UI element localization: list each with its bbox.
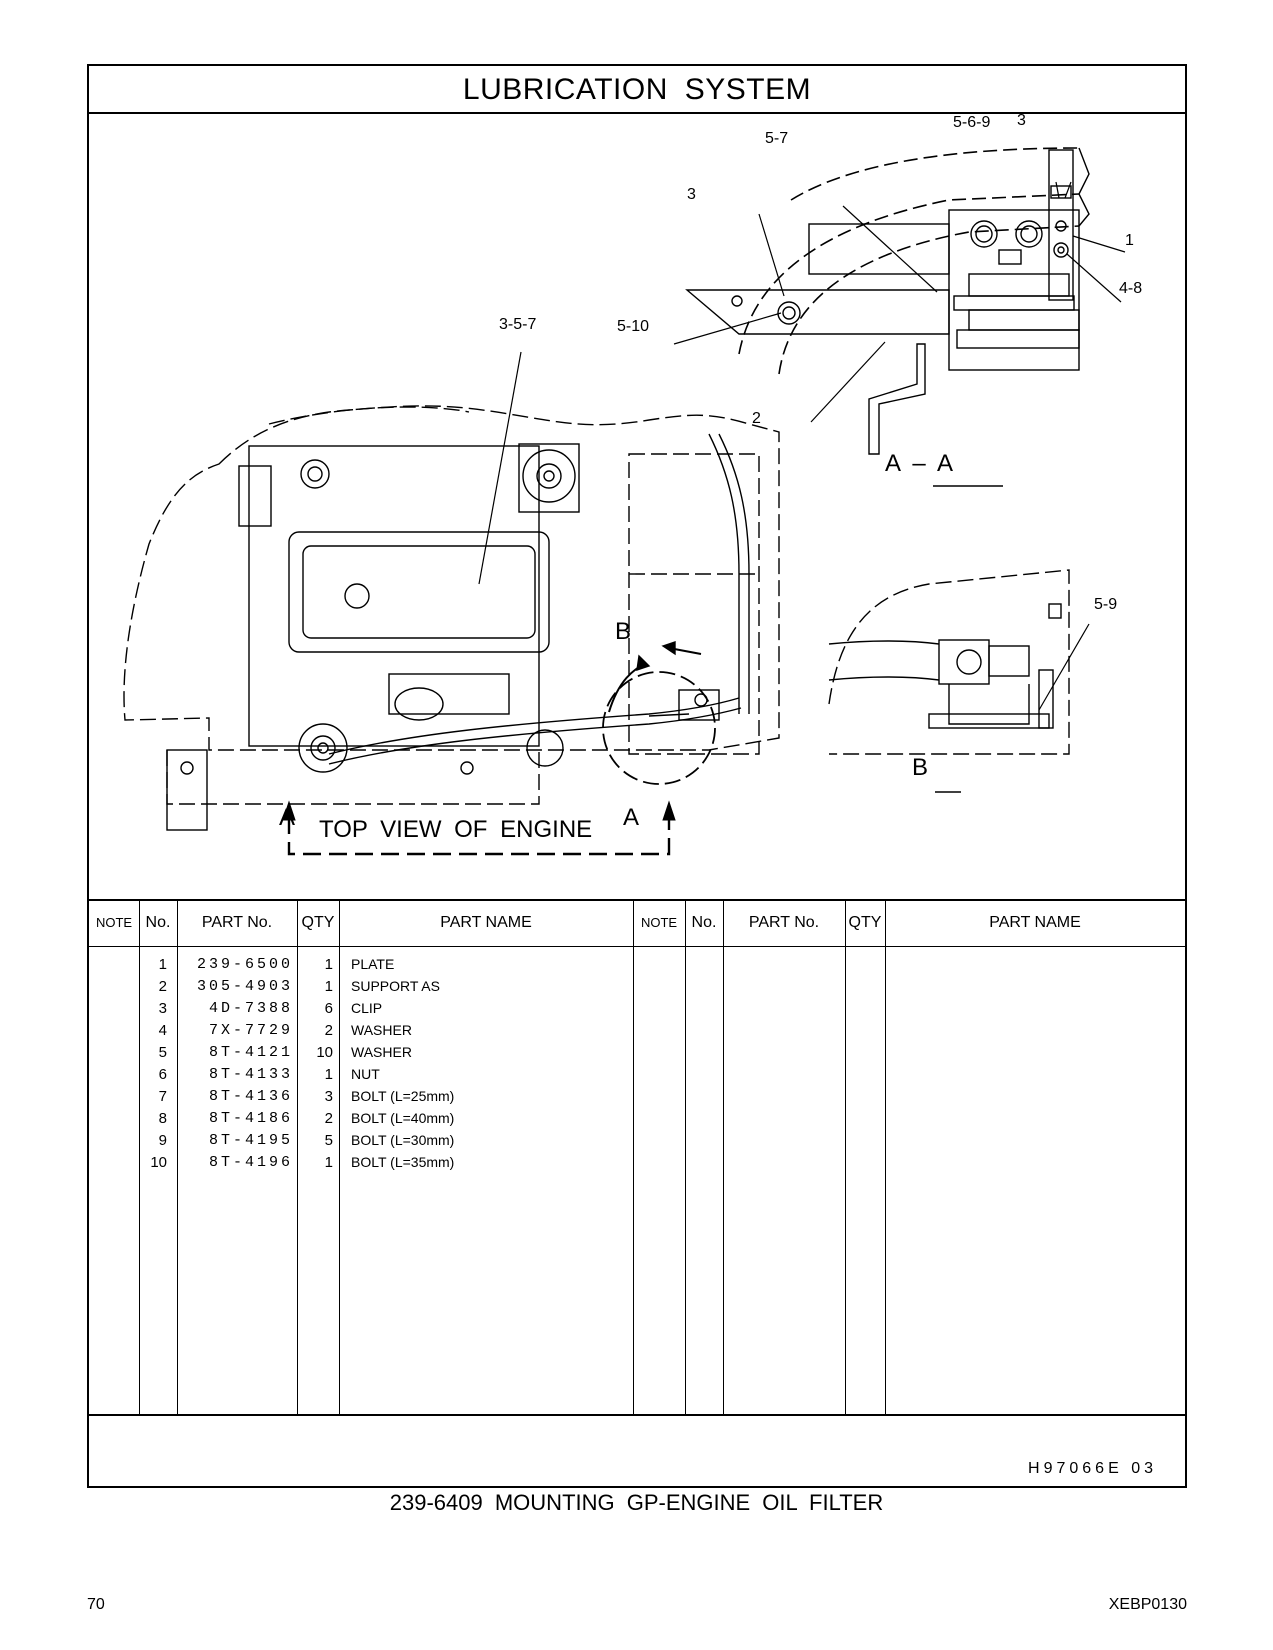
header-part-name: PART NAME (440, 914, 532, 931)
table-row: 9 8T-4195 5 BOLT (L=30mm) (89, 1129, 1185, 1152)
header-part-name-2: PART NAME (989, 914, 1081, 931)
document-code: XEBP0130 (1108, 1596, 1187, 1613)
row-no: 9 (158, 1132, 167, 1149)
header-no-2: No. (691, 914, 717, 931)
row-no: 2 (158, 978, 167, 995)
detail-b-label: B (912, 754, 929, 781)
row-qty: 10 (316, 1044, 333, 1061)
row-part-no: 8T-4186 (208, 1110, 293, 1127)
row-part-name: WASHER (351, 1044, 412, 1060)
column-divider (297, 901, 298, 1414)
page-number: 70 (87, 1596, 105, 1613)
row-part-no: 8T-4195 (208, 1132, 293, 1149)
row-qty: 1 (324, 1066, 333, 1083)
callout-5-10: 5-10 (617, 318, 650, 335)
row-part-name: NUT (351, 1066, 380, 1082)
header-qty-2: QTY (848, 914, 882, 931)
row-no: 1 (158, 956, 167, 973)
row-qty: 1 (324, 956, 333, 973)
row-qty: 2 (324, 1110, 333, 1127)
header-note-2: NOTE (640, 915, 678, 930)
row-part-name: CLIP (351, 1000, 383, 1016)
row-part-name: SUPPORT AS (351, 978, 440, 994)
page-title: LUBRICATION SYSTEM (89, 66, 1185, 114)
row-part-name: WASHER (351, 1022, 412, 1038)
top-view-label: TOP VIEW OF ENGINE (319, 816, 593, 843)
column-divider (685, 901, 686, 1414)
parts-list-table: NOTE No. PART No. QTY PART NAME NOTE No.… (89, 899, 1185, 1414)
column-divider (845, 901, 846, 1414)
row-no: 6 (158, 1066, 167, 1083)
column-divider (139, 901, 140, 1414)
row-no: 8 (158, 1110, 167, 1127)
callout-3-5-7: 3-5-7 (499, 316, 537, 333)
row-part-name: BOLT (L=25mm) (351, 1088, 455, 1104)
table-row: 4 7X-7729 2 WASHER (89, 1019, 1185, 1042)
row-part-no: 8T-4136 (208, 1088, 293, 1105)
group-caption: 239-6409 MOUNTING GP-ENGINE OIL FILTER (389, 1490, 884, 1515)
section-arrow-a-right: A (623, 804, 640, 831)
table-footer: H97066E 03 (89, 1414, 1185, 1488)
callout-5-7: 5-7 (765, 130, 789, 147)
engine-diagram (123, 147, 1126, 856)
table-row: 10 8T-4196 1 BOLT (L=35mm) (89, 1151, 1185, 1174)
column-divider (339, 901, 340, 1414)
row-qty: 3 (324, 1088, 333, 1105)
row-part-no: 4D-7388 (208, 1000, 293, 1017)
header-qty: QTY (301, 914, 335, 931)
row-no: 3 (158, 1000, 167, 1017)
row-no: 5 (158, 1044, 167, 1061)
table-row: 8 8T-4186 2 BOLT (L=40mm) (89, 1107, 1185, 1130)
row-qty: 1 (324, 1154, 333, 1171)
detail-b-marker: B (615, 618, 632, 645)
callout-1: 1 (1125, 232, 1134, 249)
drawing-number: H97066E 03 (1028, 1460, 1157, 1477)
row-part-no: 7X-7729 (208, 1022, 293, 1039)
table-row: 7 8T-4136 3 BOLT (L=25mm) (89, 1085, 1185, 1108)
column-divider (723, 901, 724, 1414)
row-part-name: BOLT (L=35mm) (351, 1154, 455, 1170)
callout-5-9: 5-9 (1094, 596, 1118, 613)
callout-2: 2 (752, 410, 761, 427)
row-part-no: 239-6500 (196, 956, 293, 973)
row-qty: 6 (324, 1000, 333, 1017)
column-divider (885, 901, 886, 1414)
column-divider (177, 901, 178, 1414)
exploded-drawing: 5-6-9 3 5-7 3 1 4-8 3-5-7 5-10 2 5-9 A –… (89, 112, 1185, 904)
table-row: 6 8T-4133 1 NUT (89, 1063, 1185, 1086)
header-note: NOTE (95, 915, 133, 930)
section-a-a-label: A – A (885, 450, 954, 477)
header-part-no-2: PART No. (748, 914, 820, 931)
parts-page-frame: LUBRICATION SYSTEM (87, 64, 1187, 1488)
row-qty: 2 (324, 1022, 333, 1039)
header-no: No. (145, 914, 171, 931)
section-arrow-a-left: A (279, 804, 296, 831)
table-row: 3 4D-7388 6 CLIP (89, 997, 1185, 1020)
callout-3-top: 3 (1017, 112, 1026, 129)
row-no: 7 (158, 1088, 167, 1105)
table-row: 1 239-6500 1 PLATE (89, 953, 1185, 976)
row-part-no: 8T-4133 (208, 1066, 293, 1083)
row-part-no: 8T-4121 (208, 1044, 293, 1061)
row-part-name: PLATE (351, 956, 395, 972)
row-no: 10 (150, 1154, 167, 1171)
table-row: 2 305-4903 1 SUPPORT AS (89, 975, 1185, 998)
row-qty: 1 (324, 978, 333, 995)
row-part-no: 8T-4196 (208, 1154, 293, 1171)
row-qty: 5 (324, 1132, 333, 1149)
table-header: NOTE No. PART No. QTY PART NAME NOTE No.… (89, 901, 1185, 947)
header-part-no: PART No. (201, 914, 273, 931)
table-row: 5 8T-4121 10 WASHER (89, 1041, 1185, 1064)
callout-5-6-9: 5-6-9 (953, 114, 991, 131)
row-part-no: 305-4903 (196, 978, 293, 995)
row-no: 4 (158, 1022, 167, 1039)
callout-3-left: 3 (687, 186, 696, 203)
row-part-name: BOLT (L=40mm) (351, 1110, 455, 1126)
callout-4-8: 4-8 (1119, 280, 1143, 297)
column-divider (633, 901, 634, 1414)
row-part-name: BOLT (L=30mm) (351, 1132, 455, 1148)
